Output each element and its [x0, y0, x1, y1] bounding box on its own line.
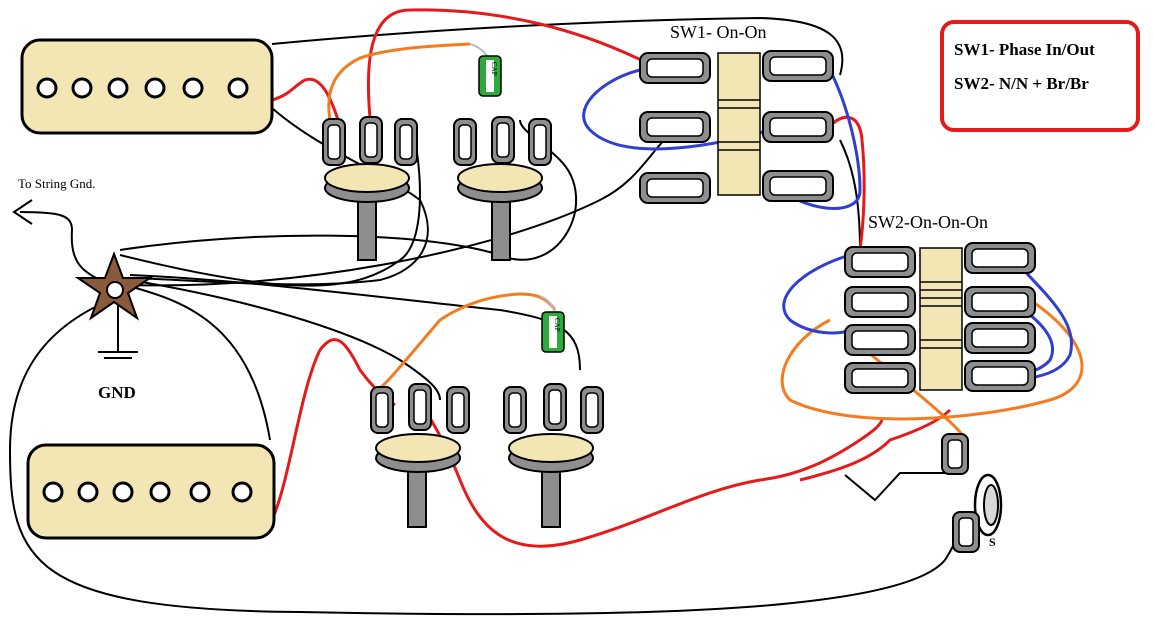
legend-sw2: SW2- N/N + Br/Br: [954, 74, 1089, 93]
capacitor-neck-text: CAP: [490, 62, 498, 76]
output-jack: [941, 433, 1003, 553]
capacitor-bridge-text: CAP: [553, 318, 561, 332]
black-ground-wires: [8, 16, 966, 616]
pot-bridge-volume: [370, 383, 470, 528]
sw2-title: SW2-On-On-On: [868, 212, 988, 232]
string-ground-label: To String Gnd.: [18, 176, 95, 191]
ground-label: GND: [98, 383, 136, 402]
neck-pickup: [20, 38, 274, 135]
star-ground: [74, 251, 154, 321]
legend-box: SW1- Phase In/Out SW2- N/N + Br/Br: [940, 20, 1140, 132]
capacitor-neck: [478, 55, 502, 97]
red-hot-wires: [270, 8, 952, 548]
switch-sw2: [844, 242, 1036, 394]
jack-sleeve-label: S: [989, 535, 996, 549]
sw1-title: SW1- On-On: [670, 22, 767, 42]
legend-sw1: SW1- Phase In/Out: [954, 40, 1095, 59]
switch-sw1: [639, 50, 834, 204]
capacitor-bridge: [541, 311, 565, 353]
bridge-pickup: [26, 443, 276, 540]
pot-neck-volume: [322, 116, 418, 261]
pot-bridge-tone: [503, 383, 604, 528]
orange-wires: [327, 42, 1084, 441]
pot-neck-tone: [453, 116, 552, 261]
